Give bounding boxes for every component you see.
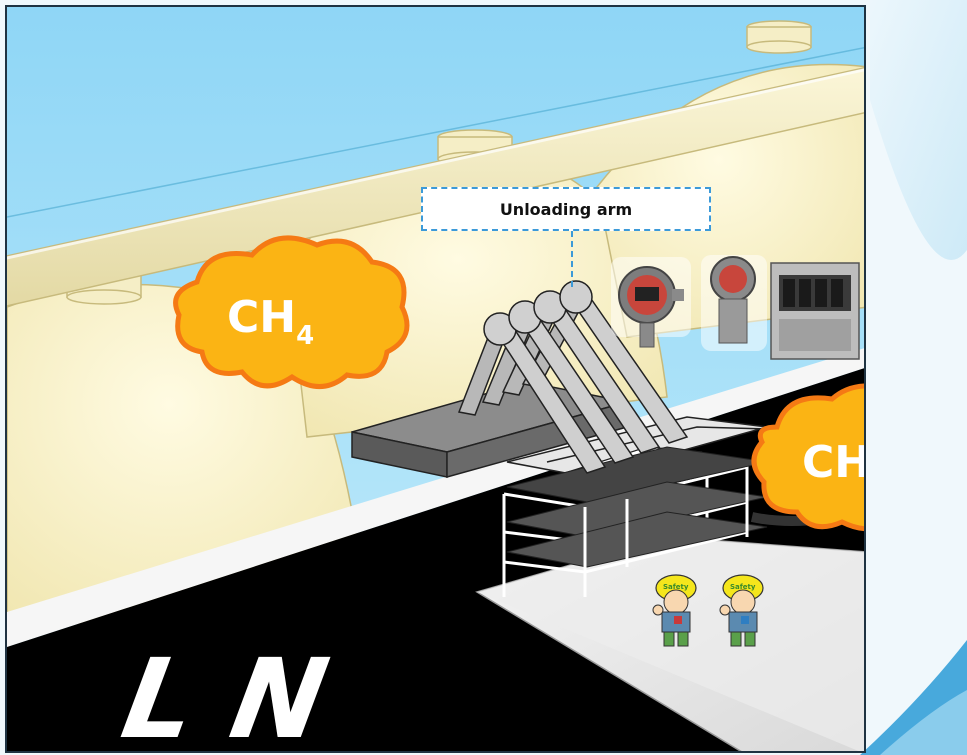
gas-monitor-panel-icon — [771, 263, 859, 359]
hull-lettering: L N — [114, 636, 337, 753]
gas-detector-icon — [701, 255, 767, 351]
callout-leader-line — [571, 231, 573, 287]
gas-detector-icon — [611, 257, 691, 347]
svg-text:CH4: CH4 — [802, 437, 866, 496]
methane-cloud-left: CH4 — [176, 238, 407, 387]
unloading-arm-callout: Unloading arm — [421, 187, 711, 231]
scene-frame: L N — [5, 5, 866, 753]
lng-terminal-scene: L N — [7, 7, 866, 753]
